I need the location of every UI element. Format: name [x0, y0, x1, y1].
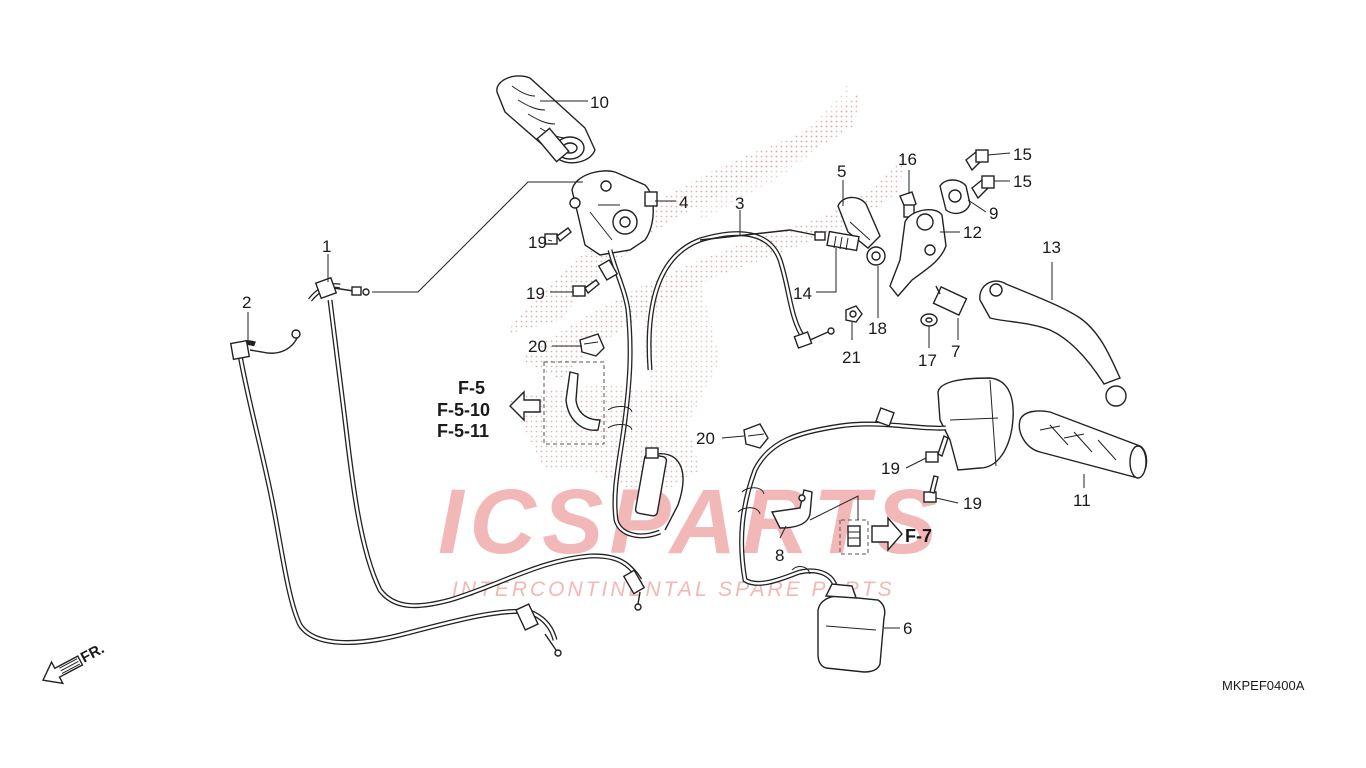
bolt-19-upper[interactable]: [544, 227, 572, 245]
right-switch-harness[interactable]: [737, 407, 947, 591]
callout-21[interactable]: 21: [842, 348, 861, 367]
part-20-clamp-right[interactable]: [743, 423, 769, 449]
bracket-detail-box: [543, 361, 605, 445]
callout-9[interactable]: 9: [989, 204, 998, 223]
part-12-lever-bracket[interactable]: [889, 208, 947, 298]
front-direction-label: FR.: [78, 640, 107, 666]
reference-f5-10[interactable]: F-5-10: [437, 400, 490, 420]
callout-14[interactable]: 14: [793, 284, 812, 303]
callout-10[interactable]: 10: [590, 93, 609, 112]
callout-17[interactable]: 17: [918, 351, 937, 370]
right-switch-housing[interactable]: [937, 377, 1014, 471]
bolt-detail-box: [809, 495, 869, 555]
callout-19-c[interactable]: 19: [881, 459, 900, 478]
part-15-bolt-upper[interactable]: [965, 149, 989, 172]
callout-19-d[interactable]: 19: [963, 494, 982, 513]
callout-13[interactable]: 13: [1042, 238, 1061, 257]
part-3-clutch-cable[interactable]: [597, 229, 835, 539]
diagram-code: MKPEF0400A: [1222, 678, 1305, 693]
callout-11[interactable]: 11: [1073, 491, 1091, 510]
callout-5[interactable]: 5: [837, 162, 846, 181]
reference-arrow-right[interactable]: [871, 516, 903, 552]
leader-lines: [247, 100, 1085, 629]
callout-15-a[interactable]: 15: [1013, 145, 1032, 164]
reference-arrow-left[interactable]: [509, 390, 541, 422]
part-5-lever-cover[interactable]: [837, 196, 881, 249]
part-21-nut[interactable]: [845, 305, 863, 323]
callout-18[interactable]: 18: [868, 319, 887, 338]
part-18-lock-ring[interactable]: [866, 246, 886, 266]
callout-15-b[interactable]: 15: [1013, 172, 1032, 191]
part-20-clamp-upper[interactable]: [579, 333, 605, 357]
part-15-bolt-lower[interactable]: [971, 175, 995, 200]
callout-3[interactable]: 3: [735, 194, 744, 213]
part-13-clutch-lever[interactable]: [979, 280, 1127, 407]
part-14-adjuster[interactable]: [826, 230, 860, 252]
bolt-19-right-upper[interactable]: [925, 435, 949, 463]
part-1-throttle-cable[interactable]: [308, 276, 646, 611]
part-16-bolt[interactable]: [899, 191, 917, 218]
callout-19-a[interactable]: 19: [528, 233, 547, 252]
part-8-bracket[interactable]: [770, 489, 813, 529]
part-17-nut[interactable]: [920, 313, 938, 327]
callout-4[interactable]: 4: [679, 193, 688, 212]
part-10-throttle-grip[interactable]: [496, 75, 596, 164]
part-6-connector[interactable]: [817, 583, 886, 673]
reference-f5[interactable]: F-5: [458, 378, 485, 398]
watermark-logo: [505, 80, 905, 500]
callout-12[interactable]: 12: [963, 223, 982, 242]
bolt-19-lower[interactable]: [572, 279, 600, 297]
watermark-main: ICSPARTS: [438, 471, 943, 573]
callout-20-a[interactable]: 20: [528, 337, 547, 356]
front-direction-indicator: FR.: [42, 640, 107, 685]
bolt-19-right-lower[interactable]: [923, 475, 939, 503]
callout-19-b[interactable]: 19: [526, 284, 545, 303]
part-9-lever-holder[interactable]: [939, 179, 971, 215]
callout-6[interactable]: 6: [903, 619, 912, 638]
part-11-right-grip[interactable]: [1018, 410, 1148, 479]
callout-8[interactable]: 8: [775, 546, 784, 565]
callout-1[interactable]: 1: [322, 237, 331, 256]
part-2-throttle-cable[interactable]: [229, 329, 562, 657]
callout-16[interactable]: 16: [898, 150, 917, 169]
callout-2[interactable]: 2: [242, 293, 251, 312]
callouts: 10 4 3 1 2 19 19 20 5 16 15 15 9 12 13 1…: [242, 93, 1091, 638]
callout-7[interactable]: 7: [951, 342, 960, 361]
callout-20-b[interactable]: 20: [696, 429, 715, 448]
reference-f7[interactable]: F-7: [905, 526, 932, 546]
reference-f5-11[interactable]: F-5-11: [437, 421, 489, 441]
reference-labels-left[interactable]: F-5 F-5-10 F-5-11: [437, 378, 490, 441]
part-4-throttle-housing[interactable]: [569, 170, 658, 256]
watermark-sub: INTERCONTINENTAL SPARE PARTS: [452, 578, 895, 601]
part-7-switch[interactable]: [932, 285, 968, 317]
